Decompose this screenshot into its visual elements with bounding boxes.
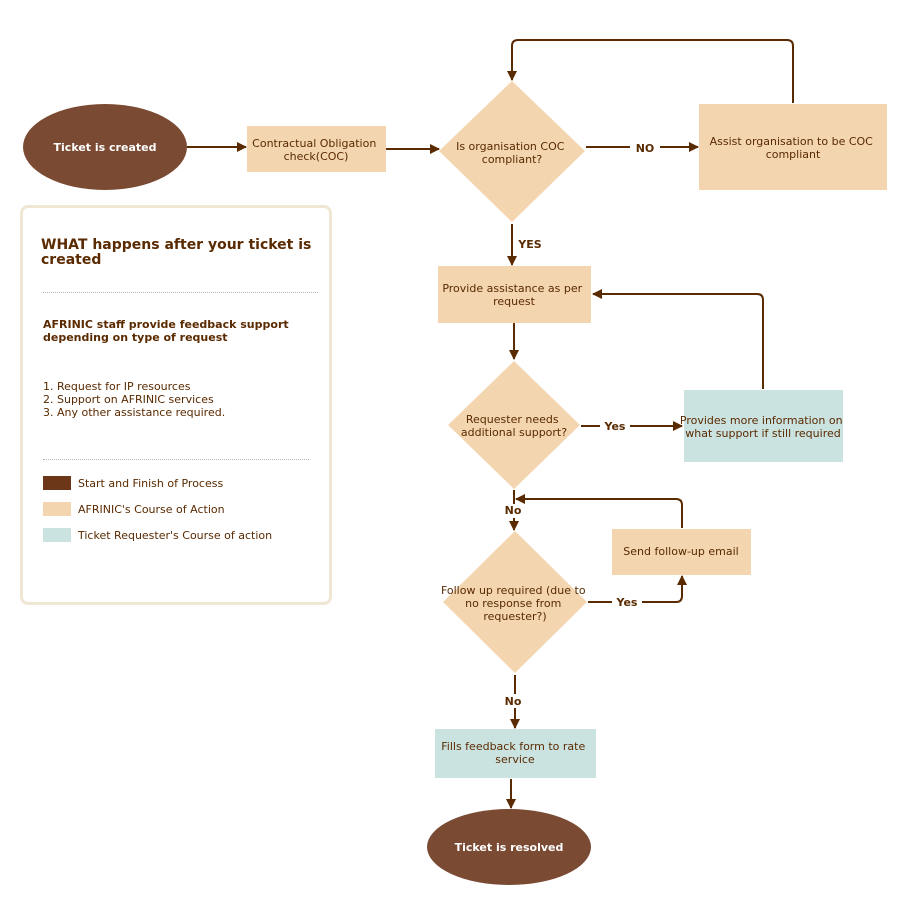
edge-label-yes-support: Yes xyxy=(604,420,626,433)
edge-label-yes-follow: Yes xyxy=(616,596,638,609)
coc-check-label: Contractual Obligation check(COC) xyxy=(252,137,380,163)
coc-check-node: Contractual Obligation check(COC) xyxy=(247,126,386,172)
afrinic-swatch xyxy=(43,502,71,516)
send-email-node: Send follow-up email xyxy=(612,529,751,575)
legend-divider-bottom xyxy=(43,459,309,460)
request-type-item: 1. Request for IP resources xyxy=(43,380,191,393)
edge-label-yes-coc: YES xyxy=(517,238,541,251)
edge-email-back-to-junction xyxy=(515,494,683,528)
ticket-created-label: Ticket is created xyxy=(54,141,157,154)
start-finish-label: Start and Finish of Process xyxy=(78,477,224,490)
more-info-node: Provides more information on what suppor… xyxy=(680,390,846,462)
ticket-resolved-node: Ticket is resolved xyxy=(427,809,591,885)
edge-label-no-follow: No xyxy=(505,695,522,708)
needs-support-decision: Requester needs additional support? xyxy=(448,361,580,489)
afrinic-label: AFRINIC's Course of Action xyxy=(78,503,225,516)
assist-org-label: Assist organisation to be COC compliant xyxy=(710,135,877,161)
ticket-created-node: Ticket is created xyxy=(23,104,187,190)
feedback-form-node: Fills feedback form to rate service xyxy=(435,729,596,778)
edge-followup-yes-to-email xyxy=(588,575,687,603)
coc-compliant-label: Is organisation COC compliant? xyxy=(456,140,568,166)
needs-support-label: Requester needs additional support? xyxy=(461,413,567,439)
follow-up-label: Follow up required (due to no response f… xyxy=(441,584,589,623)
edge-label-no-support: No xyxy=(505,504,522,517)
provide-assistance-label: Provide assistance as per request xyxy=(442,282,585,308)
follow-up-decision: Follow up required (due to no response f… xyxy=(441,531,589,673)
legend-panel: WHAT happens after your ticket is create… xyxy=(20,205,332,605)
edge-moreinfo-back-to-provide xyxy=(592,289,764,389)
legend-divider-top xyxy=(43,292,318,293)
edges xyxy=(187,39,794,809)
send-email-label: Send follow-up email xyxy=(623,545,738,558)
legend-title: WHAT happens after your ticket is create… xyxy=(41,237,312,268)
ticket-resolved-label: Ticket is resolved xyxy=(455,841,564,854)
edge-label-no-coc: NO xyxy=(636,142,655,155)
feedback-form-label: Fills feedback form to rate service xyxy=(441,740,588,766)
edge-assist-back-to-compliant xyxy=(507,39,794,103)
edge-labels: NO YES Yes No Yes No xyxy=(500,140,660,708)
request-type-list: 1. Request for IP resources 2. Support o… xyxy=(43,380,225,419)
requester-swatch xyxy=(43,528,71,542)
provide-assistance-node: Provide assistance as per request xyxy=(438,266,591,323)
assist-org-node: Assist organisation to be COC compliant xyxy=(699,104,887,190)
requester-label: Ticket Requester's Course of action xyxy=(78,529,273,542)
start-finish-swatch xyxy=(43,476,71,490)
request-type-item: 2. Support on AFRINIC services xyxy=(43,393,214,406)
more-info-label: Provides more information on what suppor… xyxy=(680,414,846,440)
coc-compliant-decision: Is organisation COC compliant? xyxy=(439,81,585,222)
request-type-item: 3. Any other assistance required. xyxy=(43,406,226,419)
legend-subtitle: AFRINIC staff provide feedback support d… xyxy=(43,318,289,344)
